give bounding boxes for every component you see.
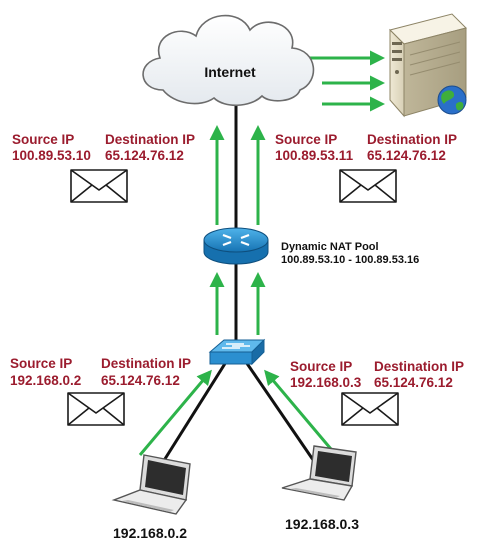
router-icon — [203, 227, 269, 253]
envelope-icon — [341, 392, 399, 426]
destination-ip: 65.124.76.12 — [374, 375, 453, 390]
switch-icon — [222, 343, 250, 349]
packet-top-right: Source IP 100.89.53.11 Destination IP 65… — [275, 132, 457, 163]
host-1-ip: 192.168.0.2 — [113, 525, 187, 541]
traffic-arrows — [138, 50, 385, 456]
network-links — [156, 100, 322, 471]
host-2-ip: 192.168.0.3 — [285, 516, 359, 532]
nat-pool-title: Dynamic NAT Pool — [281, 241, 379, 253]
envelope-icon — [67, 392, 125, 426]
internet-cloud: Internet — [142, 14, 315, 107]
arrow-host-1-to-switch — [138, 369, 212, 456]
arrow-host-2-to-switch — [264, 369, 338, 456]
source-label: Source IP — [275, 132, 337, 147]
link-switch-host-2 — [244, 361, 322, 471]
source-label: Source IP — [12, 132, 74, 147]
source-ip: 100.89.53.10 — [12, 148, 91, 163]
destination-ip: 65.124.76.12 — [367, 148, 446, 163]
switch — [208, 338, 266, 366]
destination-label: Destination IP — [105, 132, 195, 147]
destination-ip: 65.124.76.12 — [105, 148, 184, 163]
nat-pool-range: 100.89.53.10 - 100.89.53.16 — [281, 254, 419, 266]
router — [203, 227, 269, 265]
envelope-icon — [70, 169, 128, 203]
destination-ip: 65.124.76.12 — [101, 373, 180, 388]
destination-label: Destination IP — [374, 359, 464, 374]
web-server — [389, 13, 467, 118]
destination-label: Destination IP — [101, 356, 191, 371]
packet-bottom-left: Source IP 192.168.0.2 Destination IP 65.… — [10, 356, 191, 388]
packet-bottom-right: Source IP 192.168.0.3 Destination IP 65.… — [290, 359, 464, 390]
source-label: Source IP — [290, 359, 352, 374]
destination-label: Destination IP — [367, 132, 457, 147]
laptop-host-1 — [111, 454, 191, 515]
laptop-icon — [111, 489, 188, 515]
internet-label: Internet — [204, 64, 256, 80]
source-ip: 192.168.0.2 — [10, 373, 81, 388]
envelope-icon — [339, 169, 397, 203]
packet-top-left: Source IP 100.89.53.10 Destination IP 65… — [12, 132, 195, 163]
source-label: Source IP — [10, 356, 72, 371]
source-ip: 100.89.53.11 — [275, 148, 354, 163]
laptop-host-2 — [281, 445, 357, 501]
source-ip: 192.168.0.3 — [290, 375, 362, 390]
globe-icon — [437, 85, 467, 115]
cloud-icon — [142, 14, 315, 107]
link-switch-host-1 — [156, 361, 228, 471]
laptop-icon — [281, 478, 354, 501]
